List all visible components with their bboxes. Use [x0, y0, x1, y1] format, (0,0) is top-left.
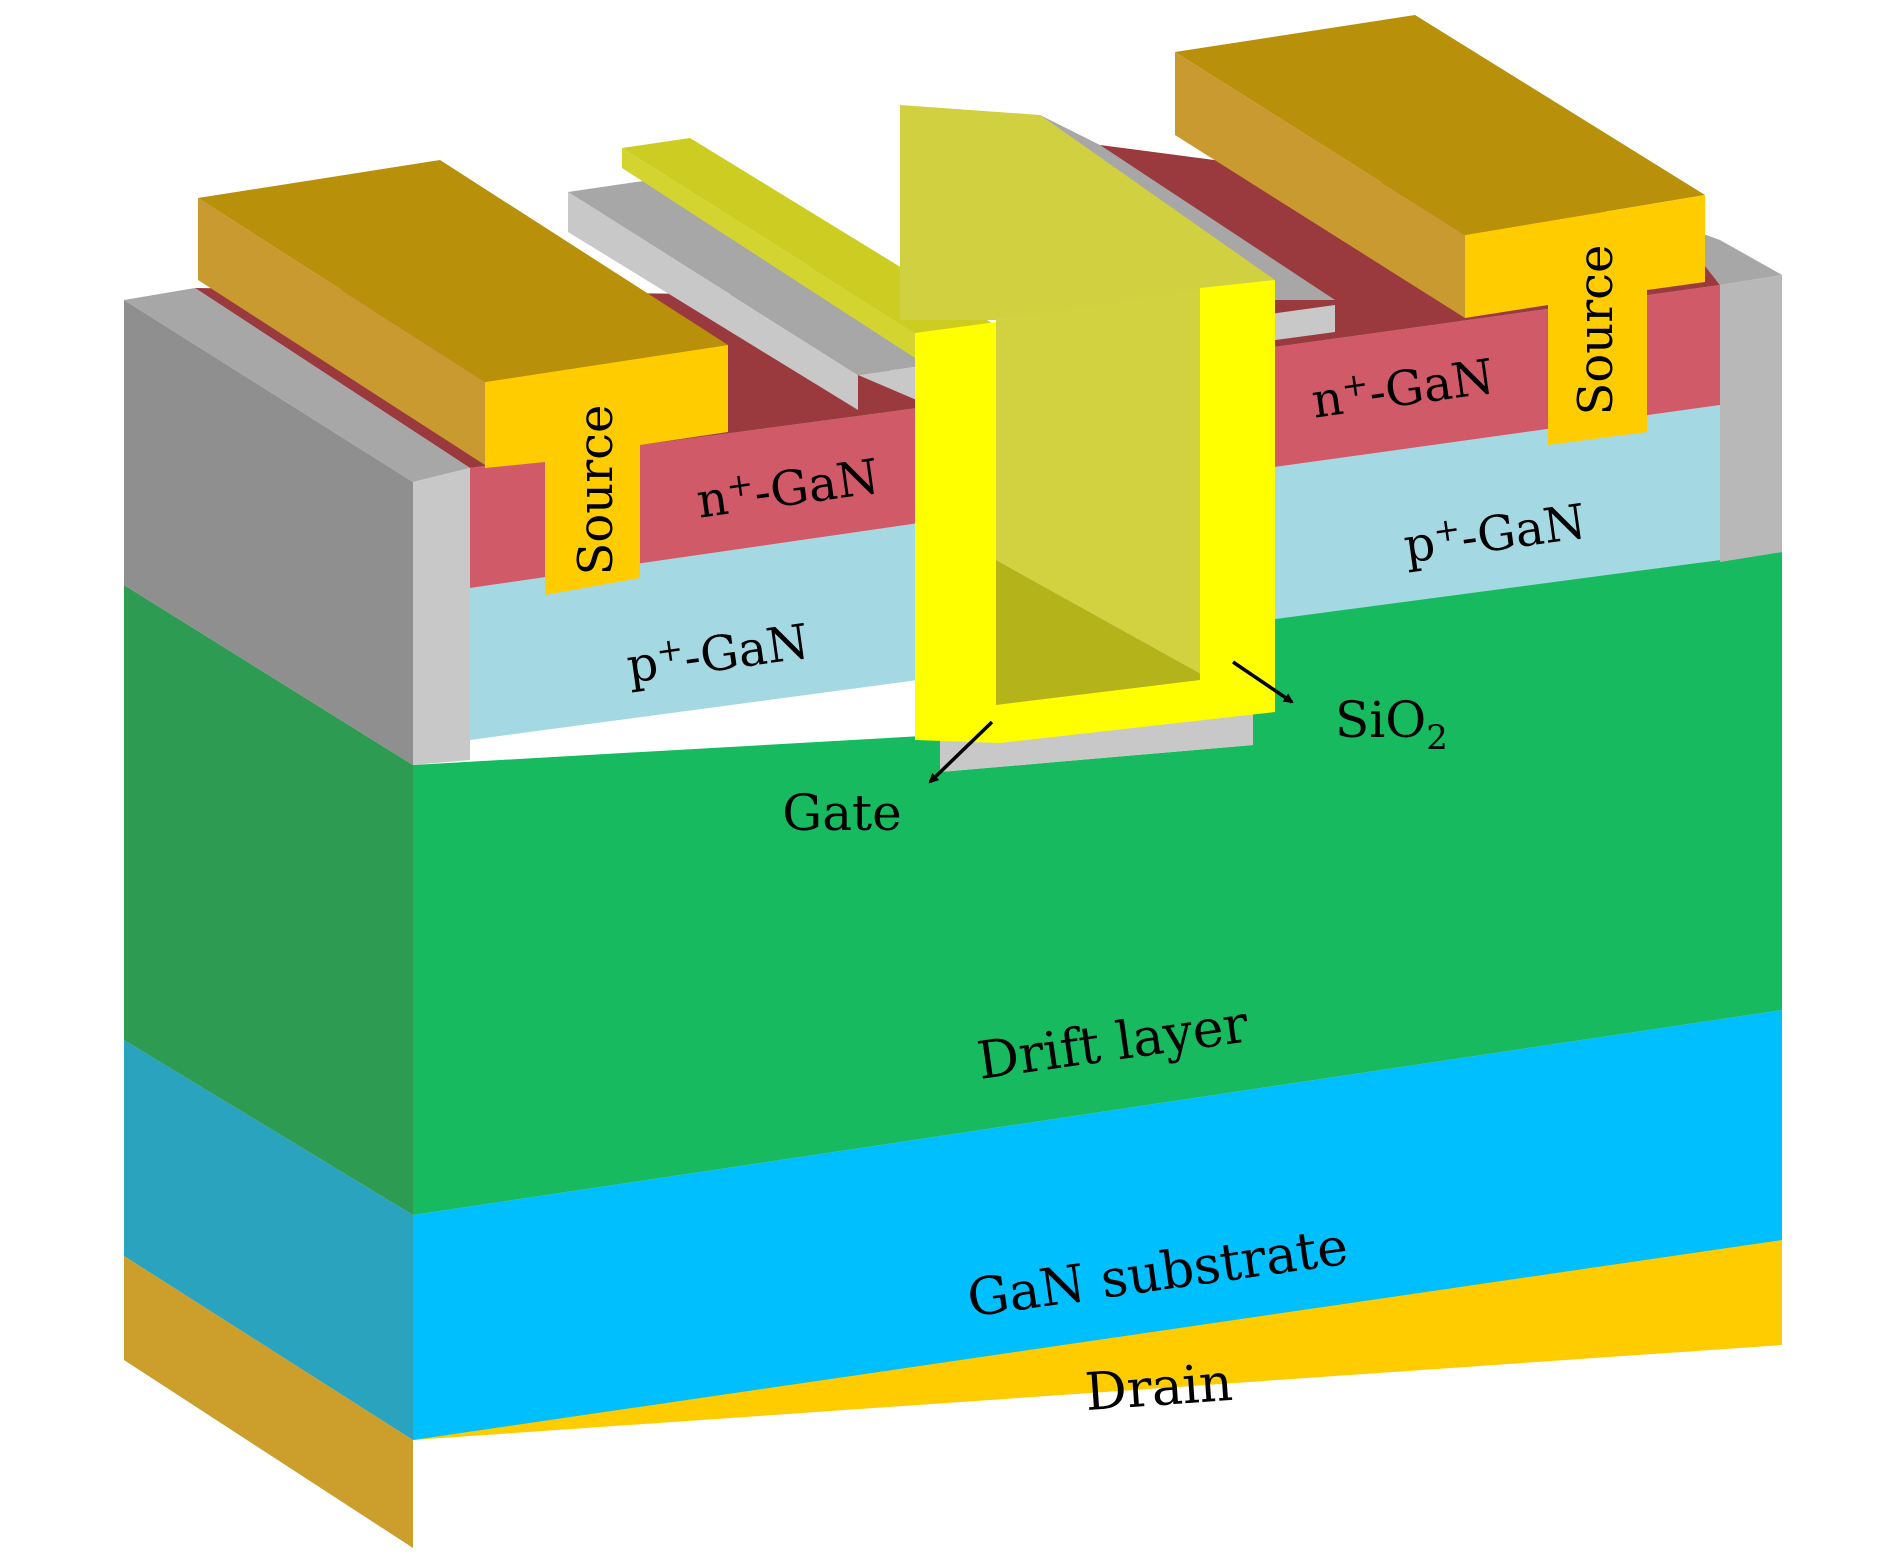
substrate-side-face: [124, 1040, 413, 1440]
source-left-top: [198, 160, 728, 382]
source-left-side: [198, 198, 485, 465]
source-left-front: [485, 345, 728, 595]
sio2-left-strip-front: [568, 192, 858, 410]
gan-substrate-layer: [413, 1010, 1782, 1440]
source-right-top: [1175, 15, 1705, 235]
source-right-label: Source: [1568, 245, 1624, 416]
gate-arrow: [928, 720, 994, 784]
sio2-left-wall-front: [413, 468, 470, 765]
drain-side-face: [124, 1256, 413, 1548]
gate-inner-left: [996, 288, 1212, 680]
gate-u-outline: [915, 280, 1275, 743]
sio2-left-side-face: [124, 300, 413, 765]
pplus-gan-right: [1253, 405, 1720, 622]
sio2-right-strip-top: [1040, 115, 1335, 300]
gate-label: Gate: [782, 784, 901, 842]
gate-thin-strip-front: [622, 148, 915, 358]
drift-layer: [413, 552, 1782, 1215]
sio2-label: SiO2: [1335, 691, 1448, 758]
sio2-left-wall-top: [124, 288, 470, 482]
drain-label: Drain: [1083, 1353, 1234, 1423]
sio2-right-wall-front: [1720, 275, 1782, 562]
source-right-side: [1175, 52, 1465, 318]
gate-back-plate: [900, 105, 1275, 320]
gate-inner-bottom: [996, 560, 1212, 705]
source-left-label: Source: [568, 405, 624, 576]
sio2-arrow: [1232, 660, 1294, 704]
source-right-front: [1465, 195, 1705, 445]
drift-side-face: [124, 585, 413, 1215]
